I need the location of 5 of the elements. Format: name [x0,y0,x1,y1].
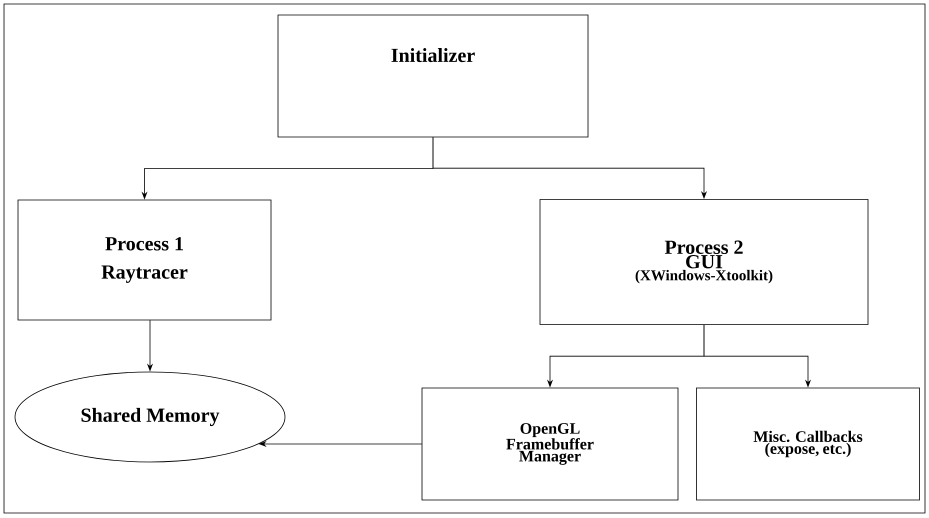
process-box: Process 2 GUI (XWindows-Xtoolkit) [540,199,868,325]
process-box: Process 1 Raytracer [18,200,272,320]
process-box: Initializer [278,14,588,138]
process-box: OpenGL Framebuffer Manager [422,388,678,500]
process-box: Misc. Callbacks (expose, etc.) [696,388,920,500]
